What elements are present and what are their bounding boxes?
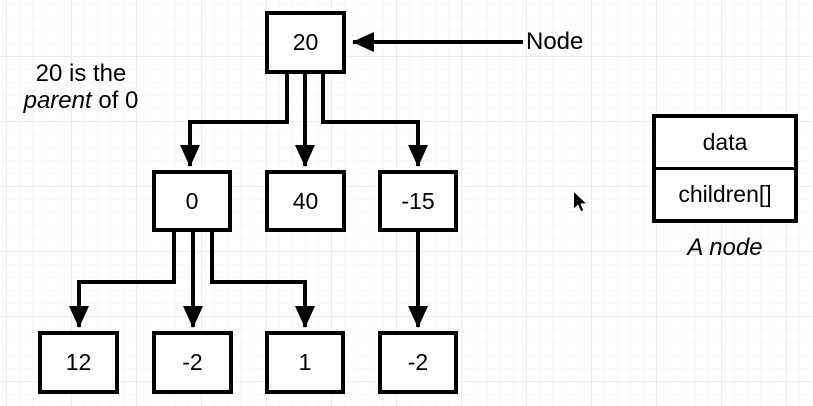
- tree-node-grandchild-12[interactable]: 12: [38, 331, 119, 394]
- tree-node-value: -15: [401, 187, 435, 214]
- tree-node-root[interactable]: 20: [265, 11, 346, 74]
- tree-node-child-neg15[interactable]: -15: [378, 170, 458, 232]
- parent-note-line2-rest: of 0: [91, 87, 139, 114]
- edge-0-to-1[interactable]: [210, 230, 315, 328]
- parent-note-italic-word: parent: [23, 87, 92, 114]
- node-structure-caption[interactable]: A node: [687, 234, 763, 261]
- tree-node-value: 1: [298, 349, 312, 375]
- node-structure-field-data: data: [656, 118, 794, 170]
- node-pointer-label[interactable]: Node: [526, 28, 584, 55]
- edge-20-to-0[interactable]: [180, 72, 289, 167]
- tree-node-value: -2: [407, 349, 429, 375]
- mouse-cursor-icon: [573, 190, 588, 213]
- parent-note[interactable]: 20 is the parent of 0: [10, 60, 152, 114]
- node-structure-field-children: children[]: [678, 181, 772, 207]
- tree-node-child-0[interactable]: 0: [152, 170, 232, 232]
- tree-node-grandchild-neg2[interactable]: -2: [152, 331, 233, 394]
- tree-node-value: 12: [65, 349, 92, 375]
- tree-node-value: 0: [185, 187, 199, 214]
- edge-20-to-neg15[interactable]: [321, 72, 428, 167]
- tree-node-value: 40: [292, 187, 319, 214]
- tree-node-child-40[interactable]: 40: [265, 170, 346, 232]
- edge-0-to-12[interactable]: [69, 230, 176, 328]
- tree-node-grandchild-neg2b[interactable]: -2: [378, 331, 458, 394]
- node-structure-box[interactable]: data children[]: [652, 114, 798, 223]
- parent-note-line1: 20 is the: [35, 60, 127, 87]
- tree-node-grandchild-1[interactable]: 1: [265, 331, 345, 394]
- tree-node-value: -2: [182, 349, 203, 375]
- tree-node-value: 20: [292, 29, 319, 55]
